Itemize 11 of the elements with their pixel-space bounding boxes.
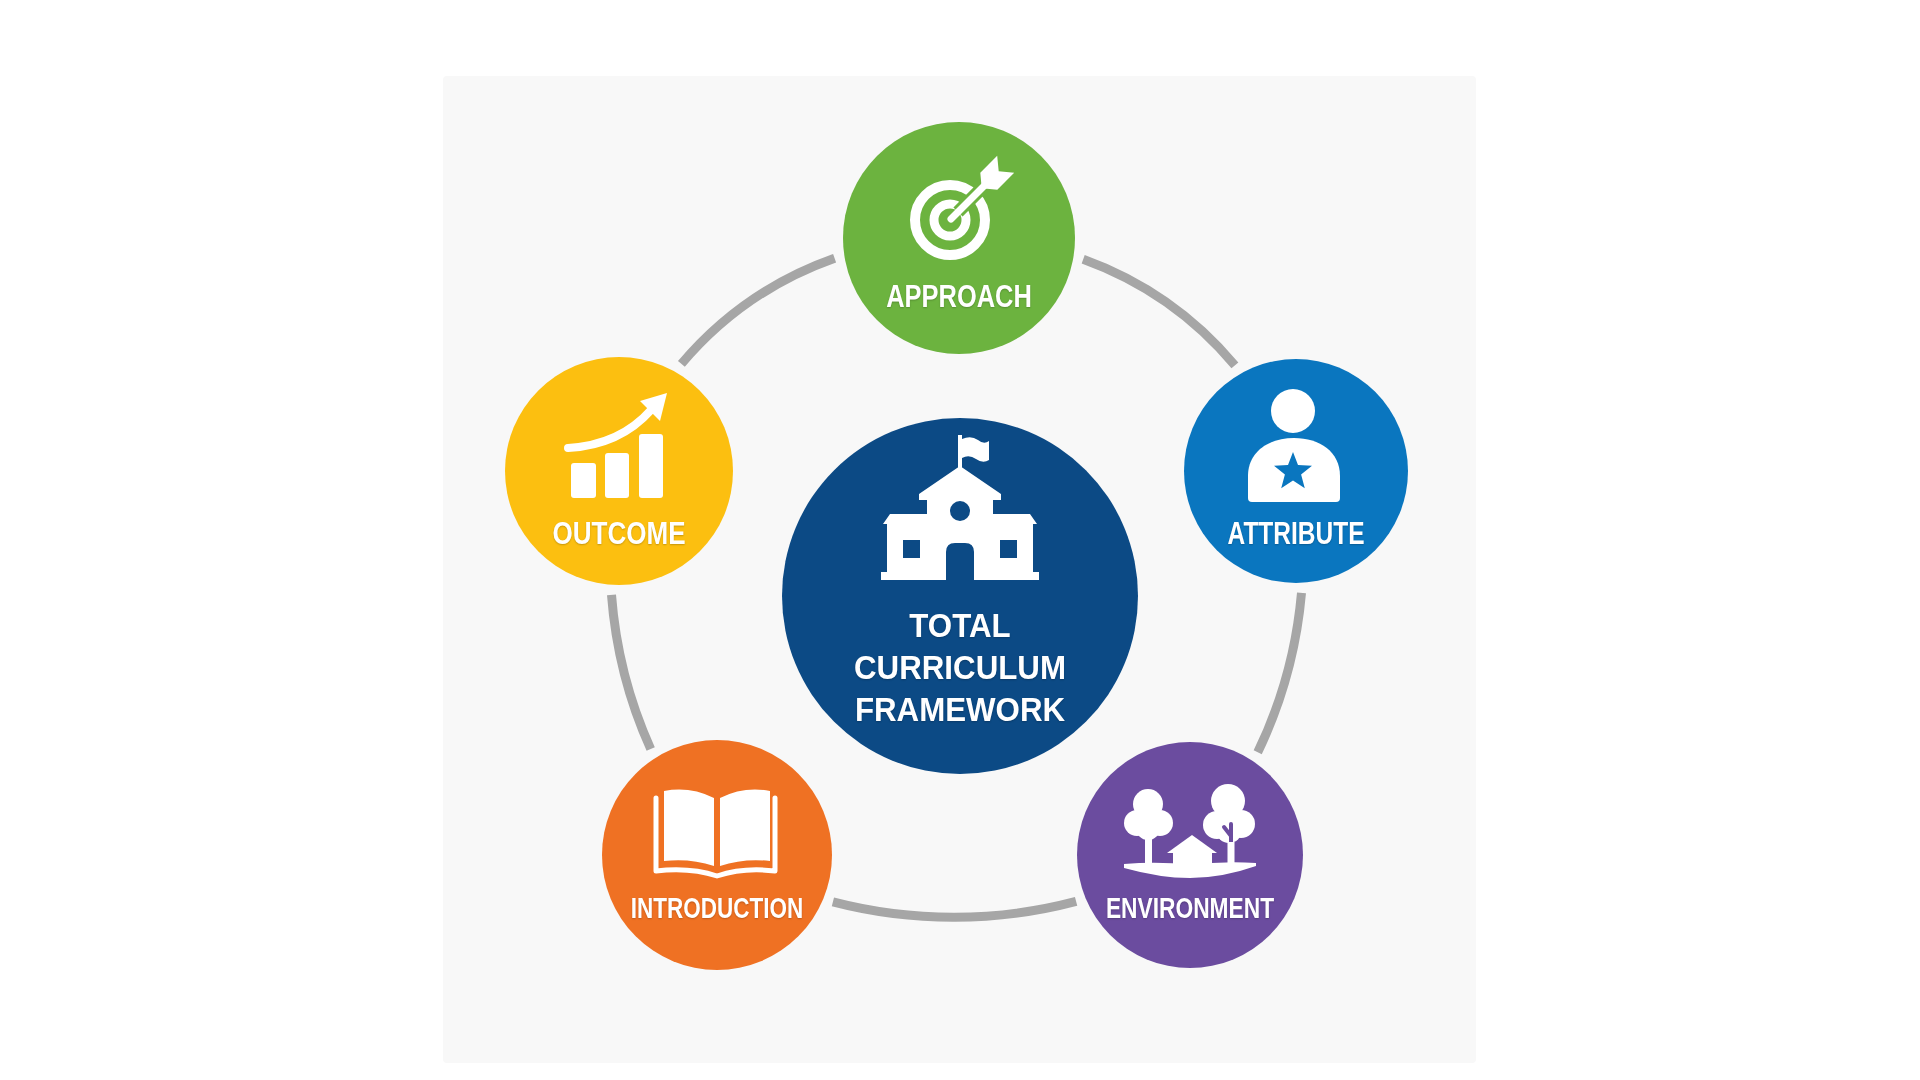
node-label: OUTCOME bbox=[552, 516, 686, 552]
node-label: ATTRIBUTE bbox=[1227, 516, 1365, 552]
connector-arc bbox=[832, 897, 1077, 922]
connector-arc bbox=[678, 254, 837, 367]
connector-arc bbox=[607, 594, 655, 751]
node-label: APPROACH bbox=[886, 279, 1032, 315]
node-label: INTRODUCTION bbox=[630, 891, 804, 925]
connector-arc bbox=[1253, 592, 1306, 755]
connector-arc bbox=[1081, 255, 1239, 369]
node-label: TOTAL CURRICULUM FRAMEWORK bbox=[853, 605, 1067, 730]
node-label: ENVIRONMENT bbox=[1105, 891, 1275, 925]
